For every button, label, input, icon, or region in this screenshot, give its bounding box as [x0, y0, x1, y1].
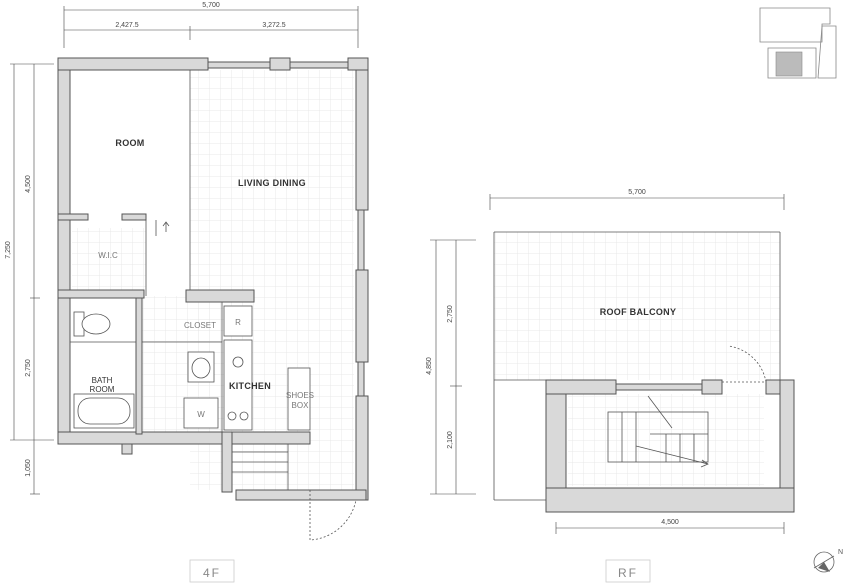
floor-tag-rf: RF	[618, 566, 638, 580]
dim-4f-left-width: 2,427.5	[115, 22, 138, 29]
wall-kitchen-north	[185, 289, 255, 303]
entry-door-swing	[309, 490, 357, 541]
svg-text:N: N	[838, 549, 843, 556]
wall-column	[121, 443, 133, 455]
entry-steps	[232, 444, 289, 490]
label-shoes-2: BOX	[292, 401, 310, 410]
dim-4f-height-mid: 2,750	[25, 359, 32, 377]
wall-entry	[221, 431, 233, 493]
dim-4f-right-width: 3,272.5	[262, 22, 285, 29]
dim-rf-height-bottom: 2,100	[447, 431, 454, 449]
floor-tag-4f-frame	[189, 559, 235, 583]
wall-wic-south	[57, 289, 145, 299]
dim-4f-total-width: 5,700	[202, 2, 220, 9]
key-plan-icon	[759, 7, 837, 79]
wall-east-2	[355, 269, 369, 363]
dim-4f-height-top: 4,500	[25, 175, 32, 193]
stairs-icon	[607, 395, 709, 468]
wall-north-right	[347, 57, 369, 71]
label-kitchen: KITCHEN	[229, 381, 271, 391]
label-fridge: R	[235, 318, 241, 327]
dim-rf-bottom-width: 4,500	[661, 519, 679, 526]
label-wic: W.I.C	[98, 251, 118, 260]
roof-balcony-tiles	[494, 232, 780, 380]
plan-4f: ROOM LIVING DINING W.I.C CLOSET R BATH R…	[5, 2, 369, 583]
toilet-icon	[73, 311, 111, 337]
wall-east-1	[355, 69, 369, 211]
wall-east-3	[355, 395, 369, 501]
label-washer: W	[197, 410, 205, 419]
wall-north-mid	[269, 57, 291, 71]
label-shoes-1: SHOES	[286, 391, 314, 400]
sink-icon	[187, 351, 215, 383]
fridge-box	[223, 305, 253, 337]
window-north-2	[289, 61, 349, 69]
label-roof-balcony: ROOF BALCONY	[600, 307, 677, 317]
rf-wall-north-2	[701, 379, 723, 395]
wall-room-south-2	[121, 213, 147, 221]
dim-rf-height-top: 2,750	[447, 305, 454, 323]
shoes-box	[287, 367, 311, 431]
door-arrow-icon	[162, 221, 170, 232]
kitchen-counter	[223, 339, 253, 431]
washer-box	[183, 397, 219, 429]
wall-west	[57, 57, 71, 441]
wic-floor-tiles	[72, 228, 146, 290]
floor-tag-rf-frame	[605, 559, 651, 583]
stove-icon	[227, 356, 249, 421]
dim-rf-height-total: 4,850	[426, 357, 433, 375]
rf-wall-south	[545, 487, 795, 513]
label-bath-1: BATH	[92, 376, 113, 385]
label-closet: CLOSET	[184, 321, 216, 330]
window-north-1	[207, 61, 271, 69]
label-living-dining: LIVING DINING	[238, 178, 306, 188]
rf-window	[615, 383, 703, 391]
dim-4f-height-total: 7,250	[5, 241, 12, 259]
wall-balcony	[235, 489, 367, 501]
dim-rf-total-width: 5,700	[628, 189, 646, 196]
dim-4f-height-bottom: 1,050	[25, 459, 32, 477]
wall-room-south-1	[57, 213, 89, 221]
floor-tag-4f: 4F	[203, 566, 221, 580]
rf-wall-west	[545, 379, 567, 501]
bathtub-icon	[73, 393, 135, 429]
rf-door-swing	[722, 345, 767, 383]
window-east-2	[357, 361, 365, 397]
rf-wall-north-1	[545, 379, 617, 395]
window-east-1	[357, 209, 365, 271]
label-bath-2: ROOM	[90, 385, 115, 394]
north-arrow-icon: N	[813, 549, 843, 573]
wall-north-left	[57, 57, 209, 71]
wall-south	[57, 431, 311, 445]
wall-bath-east	[135, 297, 143, 435]
plan-rf: ROOF BALCONY 5,700 4,500 4,850 2,750 2,1…	[426, 189, 795, 583]
label-room: ROOM	[115, 138, 144, 148]
